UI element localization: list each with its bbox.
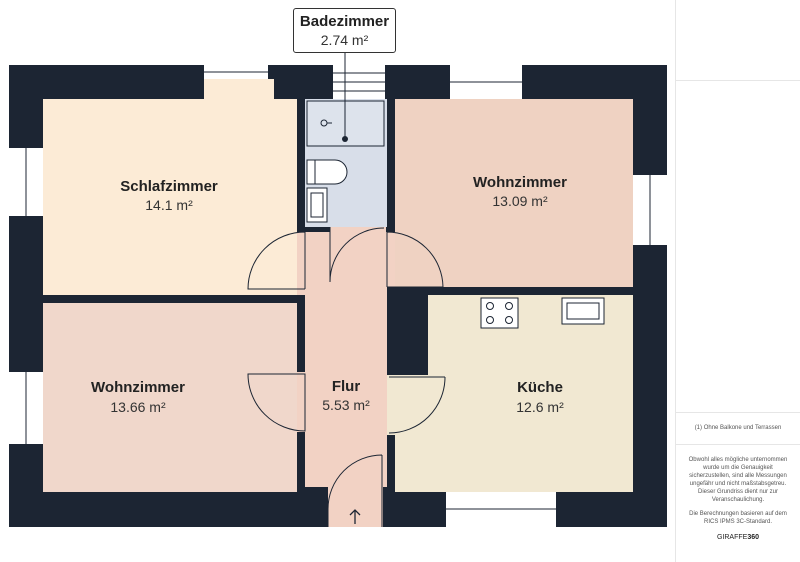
room-flur — [305, 232, 387, 487]
sidebar-divider — [676, 444, 800, 445]
door-swing-wohnzimmer-oben — [386, 231, 444, 288]
footnote-text: (1) Ohne Balkone und Terrassen — [694, 425, 782, 431]
room-area-kueche: 12.6 m² — [516, 399, 564, 415]
brand-logo: GIRAFFE360 — [682, 534, 794, 542]
standard-text: Die Berechnungen basieren auf dem RICS I… — [689, 511, 787, 525]
door-opening-schlafzimmer — [297, 232, 305, 295]
door-opening-kueche — [387, 375, 428, 435]
room-label-badezimmer: Badezimmer — [299, 13, 390, 30]
stove-icon — [480, 297, 519, 329]
disclaimer-text: Obwohl alles mögliche unternommen wurde … — [688, 457, 788, 503]
room-wohnzimmer-oben — [395, 99, 633, 287]
room-area-schlafzimmer: 14.1 m² — [145, 197, 193, 213]
brand-number: 360 — [747, 534, 760, 541]
callout-pointer-dot — [342, 136, 348, 142]
room-area-badezimmer: 2.74 m² — [320, 32, 369, 48]
kitchen-sink-icon — [561, 297, 605, 325]
toilet-icon — [306, 159, 348, 185]
door-swing-wohnzimmer-unten — [247, 373, 306, 432]
door-swing-kueche — [388, 376, 446, 434]
room-area-wohnzimmer-oben: 13.09 m² — [492, 193, 548, 209]
badezimmer-callout: Badezimmer 2.74 m² — [293, 8, 396, 53]
door-swing-schlafzimmer — [247, 231, 306, 290]
room-area-wohnzimmer-unten: 13.66 m² — [110, 399, 166, 415]
room-label-wohnzimmer-unten: Wohnzimmer — [91, 379, 185, 396]
door-opening-wohnzimmer-unten — [297, 372, 305, 432]
brand-name: GIRAFFE — [716, 534, 748, 541]
door-swing-bad — [329, 227, 385, 283]
legend-sidebar: (1) Ohne Balkone und Terrassen Obwohl al… — [675, 0, 800, 562]
room-label-schlafzimmer: Schlafzimmer — [120, 178, 218, 195]
sidebar-divider — [676, 80, 800, 81]
kueche-wall-notch — [387, 287, 428, 375]
room-label-wohnzimmer-oben: Wohnzimmer — [473, 174, 567, 191]
sink-icon — [306, 187, 328, 223]
door-swing-entry — [327, 454, 383, 527]
sidebar-divider — [676, 412, 800, 413]
room-label-flur: Flur — [332, 378, 360, 395]
room-wohnzimmer-unten — [43, 303, 297, 492]
room-label-kueche: Küche — [517, 379, 563, 396]
floor-plan: Schlafzimmer 14.1 m² Wohnzimmer 13.09 m²… — [9, 53, 667, 527]
window-schlafzimmer-sill — [204, 79, 274, 99]
door-opening-wohnzimmer-oben — [387, 232, 395, 287]
room-area-flur: 5.53 m² — [322, 397, 370, 413]
entrance-arrow-icon — [349, 509, 361, 524]
door-opening-bad — [330, 227, 386, 232]
